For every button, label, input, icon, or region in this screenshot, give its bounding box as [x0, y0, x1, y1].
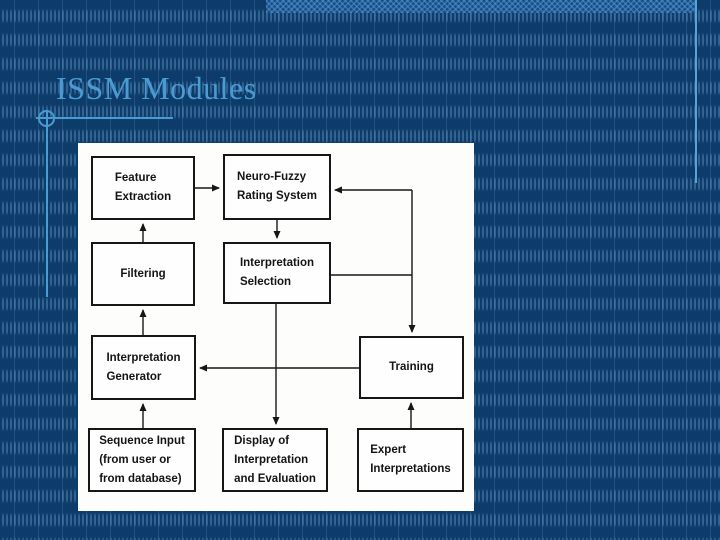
top-texture-band: [266, 0, 697, 13]
node-label: Filtering: [120, 267, 166, 280]
node-neuro-fuzzy-rating-system: Neuro-Fuzzy Rating System: [223, 154, 331, 220]
left-accent-line: [46, 111, 48, 297]
title-underline: [36, 117, 173, 119]
node-label: Sequence Input (from user or from databa…: [99, 434, 185, 485]
node-feature-extraction: Feature Extraction: [91, 156, 195, 220]
node-display-of-interpretation: Display of Interpretation and Evaluation: [222, 428, 328, 492]
node-training: Training: [359, 336, 464, 399]
node-label: Training: [389, 361, 434, 373]
node-expert-interpretations: Expert Interpretations: [357, 428, 464, 492]
slide-title: ISSM Modules: [56, 70, 257, 106]
node-filtering: Filtering: [91, 242, 195, 306]
crosshair-circle-icon: [38, 110, 55, 127]
diagram-panel: Feature Extraction Neuro-Fuzzy Rating Sy…: [78, 143, 474, 511]
node-interpretation-generator: Interpretation Generator: [91, 335, 196, 400]
node-label: Interpretation Selection: [239, 257, 315, 288]
node-interpretation-selection: Interpretation Selection: [223, 242, 331, 304]
node-label: Expert Interpretations: [370, 444, 451, 475]
node-label: Interpretation Generator: [106, 351, 181, 383]
right-accent-line: [695, 0, 697, 183]
node-sequence-input: Sequence Input (from user or from databa…: [88, 428, 196, 492]
node-label: Feature Extraction: [114, 172, 172, 203]
node-label: Neuro-Fuzzy Rating System: [237, 171, 317, 202]
diagram-arrows: [139, 184, 416, 428]
node-label: Display of Interpretation and Evaluation: [234, 434, 316, 485]
